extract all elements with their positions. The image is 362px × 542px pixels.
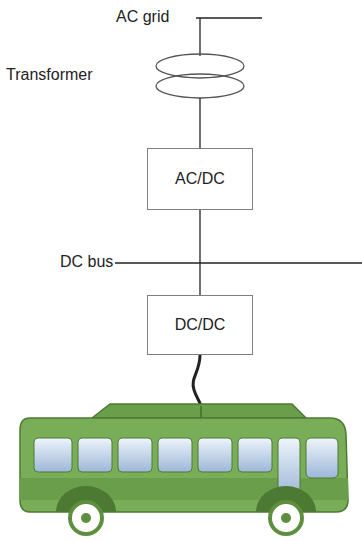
diagram-label: Transformer (4, 66, 95, 84)
converter-box: AC/DC (147, 148, 253, 210)
diagram-label: DC bus (58, 253, 115, 271)
diagram-label: AC grid (114, 8, 171, 26)
grid-line (196, 17, 262, 18)
converter-box: DC/DC (147, 295, 253, 355)
box-label: DC/DC (175, 316, 226, 334)
box-label: AC/DC (175, 170, 225, 188)
dc-bus-line (112, 262, 362, 263)
bus-connector (199, 210, 200, 295)
electric-bus (20, 404, 348, 534)
charging-cable (193, 355, 200, 410)
grid-drop (199, 18, 200, 56)
transformer-coil (156, 74, 244, 98)
transformer-out (199, 98, 200, 148)
